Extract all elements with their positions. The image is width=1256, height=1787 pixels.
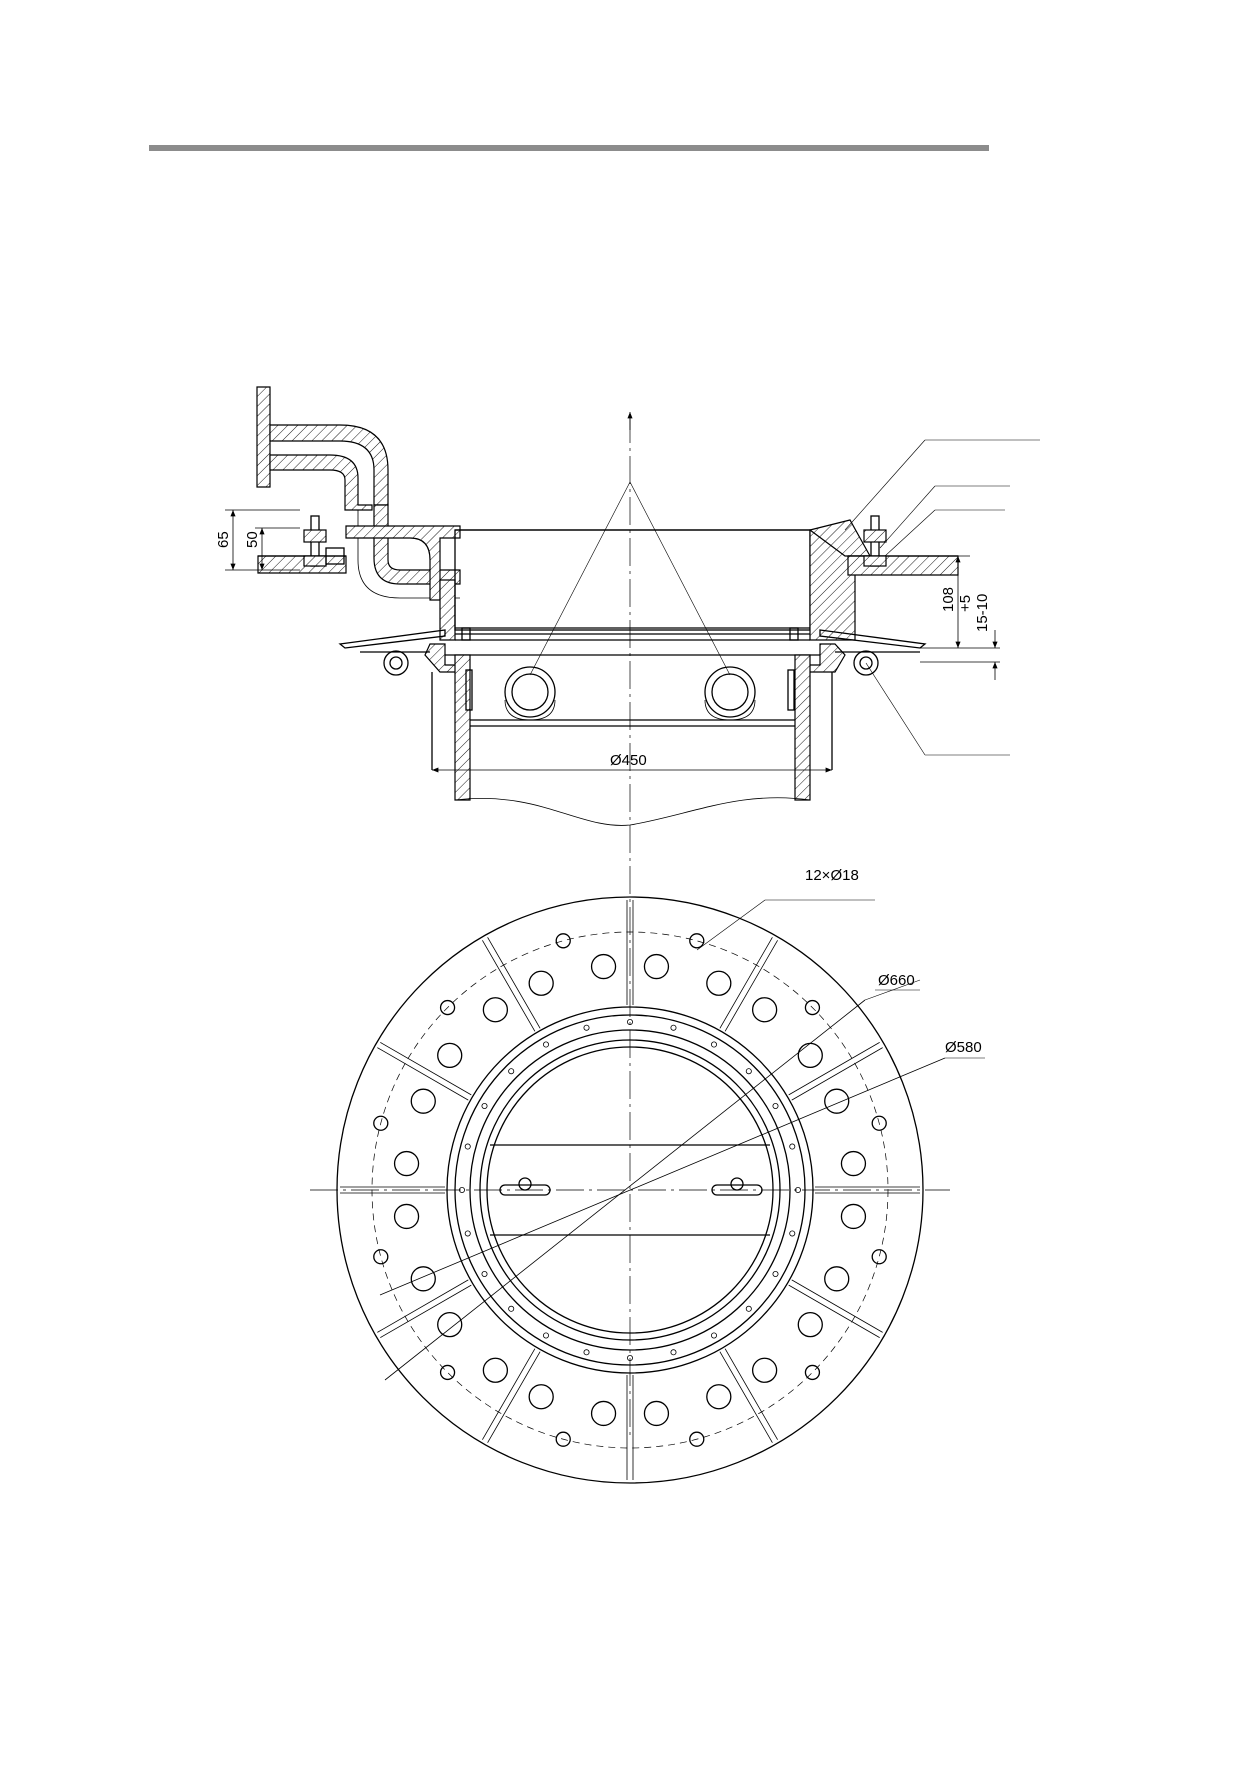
dim-bore-diameter: Ø450 xyxy=(610,752,647,769)
vent-hole xyxy=(437,1042,463,1069)
dim-height-50: 50 xyxy=(244,531,261,548)
vent-hole xyxy=(706,970,732,996)
rim-hole xyxy=(745,1068,752,1075)
rib xyxy=(487,1351,541,1443)
vent-hole xyxy=(590,1400,617,1427)
rib xyxy=(791,1279,883,1333)
bolt-hole xyxy=(555,933,571,949)
rim-hole xyxy=(670,1349,677,1356)
bolt-hole xyxy=(689,933,705,949)
bolt-hole xyxy=(439,999,456,1016)
dim-tol-upper: +5 xyxy=(957,595,974,612)
rim-hole xyxy=(464,1230,471,1237)
vent-hole xyxy=(797,1311,823,1338)
rim-hole xyxy=(670,1024,677,1031)
header-bar xyxy=(149,145,989,151)
rib xyxy=(380,1284,472,1338)
vent-hole xyxy=(706,1384,732,1410)
rim-hole xyxy=(711,1041,718,1048)
rim-hole xyxy=(583,1024,590,1031)
rib xyxy=(788,1042,880,1096)
vent-hole xyxy=(824,1088,850,1114)
bolt-hole xyxy=(373,1115,389,1131)
flange-outer-circle xyxy=(336,896,924,1484)
rim-hole xyxy=(543,1041,550,1048)
rim-hole xyxy=(464,1143,471,1150)
rib xyxy=(719,1351,773,1443)
rib xyxy=(719,937,773,1029)
rim-hole xyxy=(789,1143,796,1150)
rim-hole xyxy=(772,1103,779,1110)
rim-holes xyxy=(458,1019,802,1362)
dim-bolt-circle: Ø580 xyxy=(945,1039,982,1056)
bolt-holes xyxy=(373,933,887,1447)
rim-hole xyxy=(711,1332,718,1339)
vent-hole xyxy=(393,1150,420,1177)
dim-bolt-holes: 12×Ø18 xyxy=(805,867,859,884)
vent-hole xyxy=(797,1042,823,1069)
rim-hole xyxy=(745,1305,752,1312)
rib xyxy=(482,1348,536,1440)
vent-hole xyxy=(482,1357,509,1383)
plan-view: 12×Ø18 Ø660 Ø580 xyxy=(310,867,985,1484)
rim-hole xyxy=(508,1068,515,1075)
vent-hole xyxy=(751,997,778,1023)
rim-hole xyxy=(583,1349,590,1356)
rib xyxy=(724,940,778,1032)
rib xyxy=(788,1284,880,1338)
bolt-hole xyxy=(373,1249,389,1265)
rib xyxy=(377,1279,469,1333)
vent-hole xyxy=(824,1266,850,1292)
rib xyxy=(791,1047,883,1101)
vent-hole xyxy=(590,953,617,980)
radial-ribs xyxy=(340,900,920,1480)
bolt-hole xyxy=(871,1115,887,1131)
vent-hole xyxy=(410,1266,436,1292)
vent-hole xyxy=(528,1384,554,1410)
rim-hole xyxy=(795,1187,802,1194)
dim-outer-diameter: Ø660 xyxy=(878,972,915,989)
rib xyxy=(377,1047,469,1101)
section-view: Ø450 65 50 108 +5 15-10 xyxy=(215,386,1040,1440)
bolt-hole xyxy=(871,1249,887,1265)
vent-hole xyxy=(393,1203,420,1230)
bolt-hole xyxy=(804,1364,821,1381)
rim-hole xyxy=(789,1230,796,1237)
rim-hole xyxy=(481,1103,488,1110)
dim-tol-lower: 15-10 xyxy=(974,594,991,632)
rib xyxy=(380,1042,472,1096)
bolt-hole xyxy=(555,1431,571,1447)
rim-hole xyxy=(627,1019,634,1026)
rib xyxy=(724,1348,778,1440)
dim-height-108: 108 xyxy=(940,587,957,612)
bolt-hole xyxy=(689,1431,705,1447)
rim-hole xyxy=(481,1271,488,1278)
rim-hole xyxy=(508,1305,515,1312)
vent-hole xyxy=(437,1311,463,1338)
bolt-hole xyxy=(804,999,821,1016)
vent-hole xyxy=(643,953,670,980)
vent-hole xyxy=(643,1400,670,1427)
vent-hole xyxy=(410,1088,436,1114)
vent-hole xyxy=(840,1203,867,1230)
vent-hole xyxy=(840,1150,867,1177)
vent-hole xyxy=(528,970,554,996)
rim-hole xyxy=(772,1271,779,1278)
rib xyxy=(482,940,536,1032)
vent-hole xyxy=(482,997,509,1023)
rim-hole xyxy=(543,1332,550,1339)
vent-hole xyxy=(751,1357,778,1383)
dim-height-65: 65 xyxy=(215,531,232,548)
rib xyxy=(487,937,541,1029)
rim-hole xyxy=(458,1187,465,1194)
rim-hole xyxy=(627,1355,634,1362)
bolt-hole xyxy=(439,1364,456,1381)
